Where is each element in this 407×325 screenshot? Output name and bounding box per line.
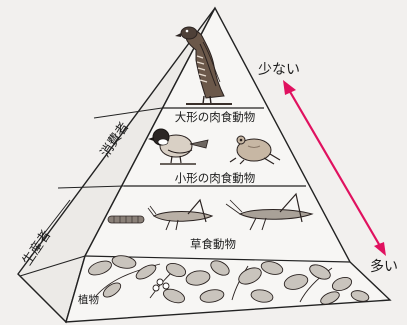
arrow-label-many: 多い [370, 258, 398, 275]
caterpillar-illustration [108, 216, 144, 223]
arrow-label-few: 少ない [258, 62, 300, 78]
level-label-plants: 植物 [78, 293, 99, 306]
level-label-herbivores: 草食動物 [190, 237, 236, 251]
level-label-large-carnivores: 大形の肉食動物 [175, 110, 256, 124]
level-label-small-carnivores: 小形の肉食動物 [175, 171, 256, 185]
